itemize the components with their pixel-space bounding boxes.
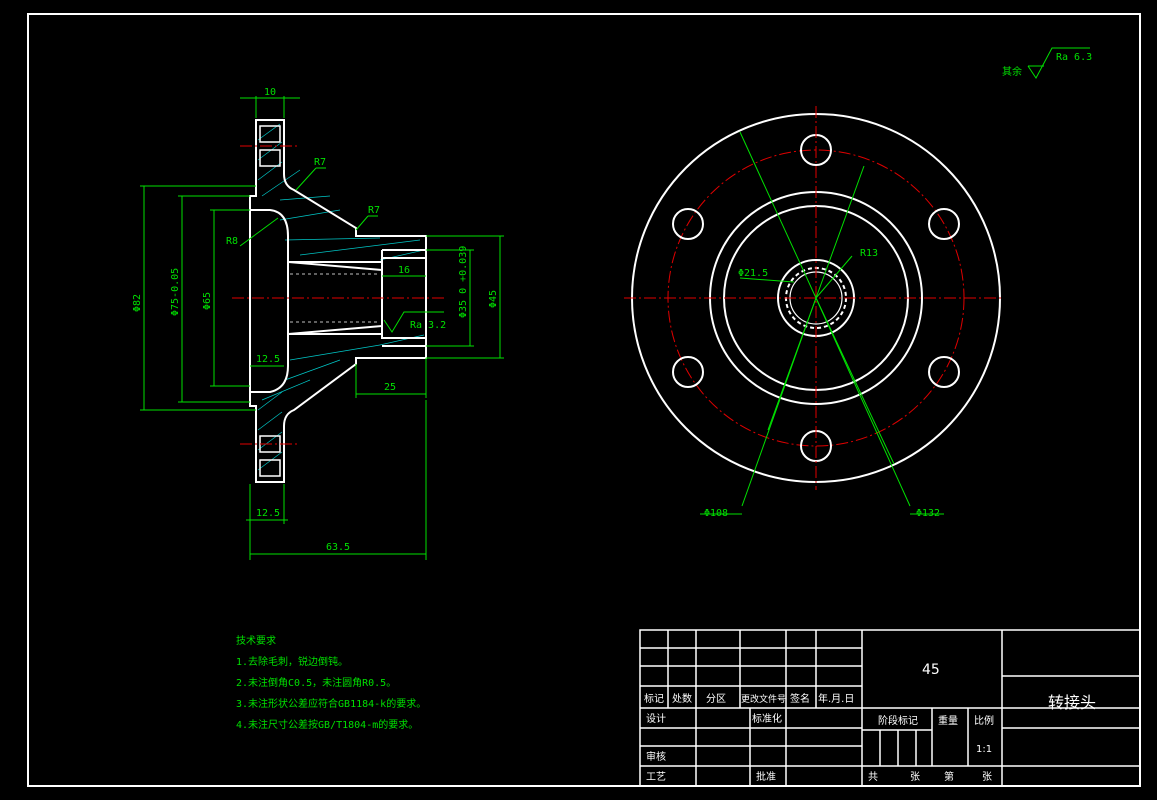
- dim-radius-13: R13: [860, 248, 878, 259]
- tb-header-sign: 签名: [790, 692, 810, 705]
- section-hatching: [257, 123, 425, 471]
- roughness-note: 其余 Ra 6.3: [1002, 47, 1092, 79]
- tb-material: 45: [922, 662, 940, 678]
- dim-dia-65: Φ65: [202, 292, 213, 310]
- tech-req-item-3: 3.未注形状公差应符合GB1184-k的要求。: [236, 697, 426, 710]
- roughness-symbol-icon: [1027, 47, 1090, 79]
- tb-design: 设计: [646, 712, 666, 725]
- dim-pcd-108: Φ108: [704, 508, 728, 519]
- tb-sheet-no-pre: 第: [944, 770, 954, 783]
- tb-standardize: 标准化: [752, 712, 782, 725]
- dim-roughness-bore: Ra 3.2: [410, 320, 446, 331]
- roughness-prefix: 其余: [1002, 65, 1022, 78]
- dim-dia-45: Φ45: [488, 290, 499, 308]
- tb-review: 审核: [646, 750, 666, 763]
- dim-fillet-hub: R7: [368, 205, 380, 216]
- tb-approve: 批准: [756, 770, 776, 783]
- tech-req-item-2: 2.未注倒角C0.5，未注圆角R0.5。: [236, 676, 396, 689]
- tb-sheet-no-post: 张: [982, 771, 992, 783]
- tech-requirements: 技术要求 1.去除毛刺，锐边倒钝。 2.未注倒角C0.5，未注圆角R0.5。 3…: [236, 634, 426, 731]
- drawing-frame: [27, 13, 1141, 787]
- dim-dia-75: Φ75-0.05: [170, 268, 181, 316]
- dim-dia-82: Φ82: [132, 294, 143, 312]
- tech-req-title: 技术要求: [236, 634, 276, 647]
- tb-header-mark: 标记: [644, 693, 664, 705]
- dim-bore-depth: 16: [398, 265, 410, 276]
- dim-dia-132: Φ132: [916, 508, 940, 519]
- front-view: Φ21.5 R13 Φ108 Φ132: [624, 106, 1004, 519]
- title-block: 标记 处数 分区 更改文件号 签名 年.月.日 设计 标准化 审核 工艺 批准 …: [639, 629, 1141, 787]
- tb-weight: 重量: [938, 714, 958, 727]
- tb-header-zone: 分区: [706, 693, 726, 705]
- tb-header-count: 处数: [672, 692, 692, 705]
- tb-process: 工艺: [646, 771, 666, 783]
- dim-hub-length: 25: [384, 382, 396, 393]
- dim-fillet-inner: R8: [226, 236, 238, 247]
- roughness-value: Ra 6.3: [1056, 52, 1092, 63]
- tb-part-name: 转接头: [1048, 693, 1096, 712]
- tb-stage-mark: 阶段标记: [878, 714, 918, 727]
- dim-step-upper: 12.5: [256, 354, 280, 365]
- tb-scale-value: 1:1: [976, 744, 992, 755]
- bolt-holes: [672, 134, 960, 462]
- tb-header-change-doc: 更改文件号: [741, 693, 786, 705]
- tech-req-item-1: 1.去除毛刺，锐边倒钝。: [236, 655, 348, 668]
- tb-header-date: 年.月.日: [818, 692, 854, 705]
- tb-sheet-total-pre: 共: [868, 771, 878, 783]
- tech-req-item-4: 4.未注尺寸公差按GB/T1804-m的要求。: [236, 718, 418, 731]
- side-section-view: 10 R7 R7 R8 Φ82 Φ75-0.05 Φ65 Φ35 0 +0.03…: [132, 87, 504, 560]
- dim-spline-dia: Φ21.5: [738, 268, 768, 279]
- dim-dia-35: Φ35 0 +0.039: [458, 246, 469, 318]
- dim-step-lower: 12.5: [256, 508, 280, 519]
- dim-fillet-top: R7: [314, 157, 326, 168]
- dim-total-length: 63.5: [326, 542, 350, 553]
- dim-flange-thickness: 10: [264, 87, 276, 98]
- tb-scale: 比例: [974, 714, 994, 727]
- flange-outline-lower: [249, 324, 427, 483]
- tb-sheet-total-post: 张: [910, 771, 920, 783]
